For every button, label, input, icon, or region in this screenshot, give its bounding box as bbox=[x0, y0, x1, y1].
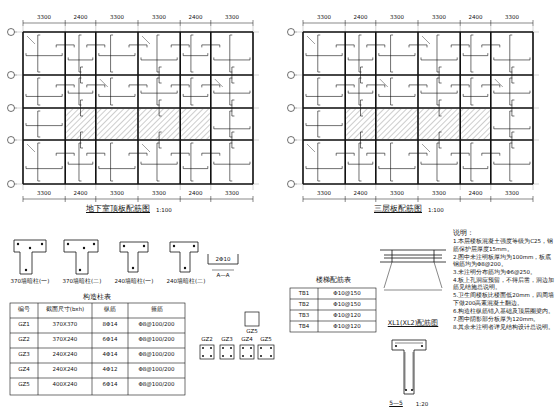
note-text: 3.未注明分布筋均为Φ6@250。 bbox=[453, 269, 556, 276]
label: Φ8@100/200 bbox=[137, 366, 175, 372]
label: 370墙暗柱(二) bbox=[62, 278, 103, 284]
label: 370X370 bbox=[52, 321, 79, 327]
label: Φ10@150 bbox=[332, 290, 361, 296]
floor-plans bbox=[8, 20, 540, 202]
label: 地下室顶板配筋图 bbox=[85, 205, 151, 214]
label: GZ3 bbox=[17, 351, 31, 357]
label: 1:100 bbox=[155, 207, 173, 213]
label: GZ4 bbox=[240, 336, 254, 342]
notes-block: 说明：1.本层楼板混凝土强度等级为C25，钢筋保护层厚度15mm。 2.图中未注明… bbox=[453, 229, 556, 332]
label: 1:100 bbox=[427, 207, 445, 213]
label: 箍筋 bbox=[150, 306, 164, 312]
label: 3300 bbox=[431, 14, 447, 20]
label: TB1 bbox=[298, 290, 311, 296]
label: 3300 bbox=[224, 190, 240, 196]
label: 3300 bbox=[316, 190, 332, 196]
label: Φ10@150 bbox=[332, 301, 361, 307]
label: 4Φ12 bbox=[102, 366, 119, 372]
label: TB4 bbox=[298, 323, 311, 329]
label: 纵筋 bbox=[103, 306, 117, 312]
label: 三层板配筋图 bbox=[373, 205, 423, 214]
label: GZ3 bbox=[220, 336, 234, 342]
lintel-detail bbox=[380, 250, 446, 394]
label: 3300 bbox=[504, 14, 520, 20]
label: TB3 bbox=[298, 312, 311, 318]
column-details bbox=[14, 240, 238, 274]
note-text: 6.构造柱纵筋锚入基础及顶层圈梁内。 bbox=[453, 308, 556, 315]
label: A—A bbox=[215, 272, 230, 278]
label: Φ10@120 bbox=[332, 312, 361, 318]
note-text: 5.卫生间楼板比楼面低20mm，四周墙下做200高素混凝土翻边。 bbox=[453, 292, 556, 306]
label: Φ10@120 bbox=[332, 323, 361, 329]
label: 3300 bbox=[109, 190, 125, 196]
label: 3300 bbox=[389, 190, 405, 196]
label: 2400 bbox=[188, 14, 204, 20]
label: 6Φ14 bbox=[102, 381, 119, 387]
column-section-sketches bbox=[200, 312, 274, 359]
note-text: 8.其余未注明者详见结构设计总说明。 bbox=[453, 324, 556, 331]
label: 6Φ14 bbox=[102, 336, 119, 342]
label: 2400 bbox=[73, 190, 89, 196]
label: GZ5 bbox=[259, 336, 273, 342]
label: 5—5 bbox=[388, 400, 404, 407]
label: 编号 bbox=[17, 306, 31, 312]
label: 楼梯配筋表 bbox=[315, 277, 352, 284]
label: XL1(XL2)配筋图 bbox=[387, 320, 440, 327]
label: Φ8@100/200 bbox=[137, 336, 175, 342]
label: 3300 bbox=[389, 14, 405, 20]
label: 370墙暗柱(一) bbox=[10, 278, 51, 284]
label: 240X240 bbox=[52, 366, 79, 372]
label: 3300 bbox=[316, 14, 332, 20]
label: 2400 bbox=[73, 14, 89, 20]
label: 2400 bbox=[468, 190, 484, 196]
label: 240X240 bbox=[52, 351, 79, 357]
label: 3300 bbox=[109, 14, 125, 20]
note-text: 7.图中阴影部分板厚为120mm。 bbox=[453, 316, 556, 323]
label: 2400 bbox=[468, 14, 484, 20]
label: 240墙暗柱(一) bbox=[114, 278, 155, 284]
label: 4Φ14 bbox=[102, 351, 119, 357]
label: GZ4 bbox=[17, 366, 31, 372]
label: 2Φ10 bbox=[215, 256, 232, 262]
label: 截面尺寸(bxh) bbox=[45, 306, 86, 312]
label: 370X240 bbox=[52, 336, 79, 342]
label: 2400 bbox=[188, 190, 204, 196]
label: Φ8@100/200 bbox=[137, 321, 175, 327]
note-text: 说明： bbox=[453, 229, 556, 237]
column-table-grid bbox=[10, 303, 185, 395]
label: 1:20 bbox=[415, 401, 429, 407]
label: 构造柱表 bbox=[82, 293, 112, 301]
label: Φ8@100/200 bbox=[137, 351, 175, 357]
label: 3300 bbox=[504, 190, 520, 196]
label: GZ5 bbox=[17, 381, 31, 387]
label: GZ5 bbox=[245, 328, 259, 334]
label: 3300 bbox=[36, 14, 52, 20]
label: 3300 bbox=[431, 190, 447, 196]
label: GZ2 bbox=[17, 336, 31, 342]
label: 2400 bbox=[353, 14, 369, 20]
label: TB2 bbox=[298, 301, 311, 307]
note-text: 4.板上孔洞应预留，不得后凿，洞边加筋见结施总说明。 bbox=[453, 277, 556, 291]
label: Φ8@100/200 bbox=[137, 381, 175, 387]
label: 3300 bbox=[151, 190, 167, 196]
stair-table-grid bbox=[290, 288, 376, 332]
label: 240墙暗柱(二) bbox=[166, 278, 207, 284]
label: 8Φ14 bbox=[102, 321, 119, 327]
note-text: 2.图中未注明板厚均为100mm，板底钢筋均为Φ8@200。 bbox=[453, 254, 556, 268]
label: 2400 bbox=[353, 190, 369, 196]
label: GZ2 bbox=[200, 336, 214, 342]
label: 3300 bbox=[151, 14, 167, 20]
label: 3300 bbox=[224, 14, 240, 20]
note-text: 1.本层楼板混凝土强度等级为C25，钢筋保护层厚度15mm。 bbox=[453, 238, 556, 252]
label: 400X240 bbox=[52, 381, 79, 387]
label: GZ1 bbox=[17, 321, 31, 327]
label: 3300 bbox=[36, 190, 52, 196]
